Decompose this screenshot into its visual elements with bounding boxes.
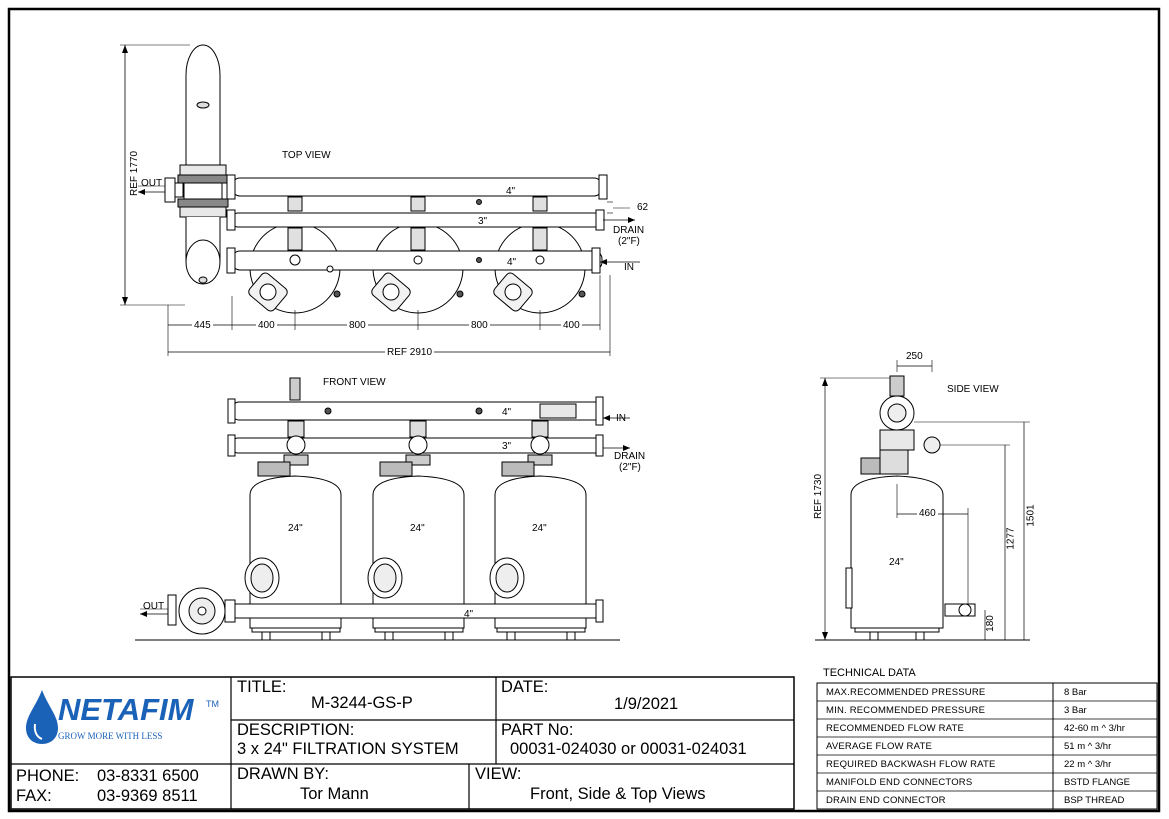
top-drain-size: (2"F)	[618, 236, 640, 247]
dim-445: 445	[192, 320, 213, 331]
front-out-label: OUT	[143, 601, 165, 612]
side-view-label: SIDE VIEW	[947, 384, 999, 395]
top-pipe-4-upper: 4"	[506, 186, 516, 197]
title-label: TITLE:	[237, 678, 287, 696]
date-label: DATE:	[501, 678, 549, 696]
phone-number: 03-8331 6500	[97, 767, 199, 785]
top-in-label: IN	[624, 262, 634, 273]
dim-400-right: 400	[561, 320, 582, 331]
dim-460: 460	[917, 508, 938, 519]
technical-row-label: AVERAGE FLOW RATE	[826, 741, 932, 752]
technical-row-value: BSP THREAD	[1064, 795, 1125, 806]
title-value: M-3244-GS-P	[311, 694, 413, 712]
phone-label: PHONE:	[16, 767, 80, 785]
technical-row-label: RECOMMENDED FLOW RATE	[826, 723, 965, 734]
front-pipe-4: 4"	[502, 407, 512, 418]
dim-250: 250	[906, 351, 923, 362]
technical-row-label: DRAIN END CONNECTOR	[826, 795, 946, 806]
fax-label: FAX:	[16, 787, 52, 805]
vessel-3-size: 24"	[532, 523, 547, 534]
top-drain-label: DRAIN	[613, 225, 645, 236]
drawn-by-value: Tor Mann	[300, 785, 369, 803]
dim-1501: 1501	[1025, 504, 1037, 527]
front-bottom-pipe-4: 4"	[464, 609, 474, 620]
technical-row-value: 3 Bar	[1064, 705, 1087, 716]
sheet-border	[7, 7, 1161, 813]
technical-row-label: MIN. RECOMMENDED PRESSURE	[826, 705, 986, 716]
dim-400-left: 400	[256, 320, 277, 331]
technical-row-label: REQUIRED BACKWASH FLOW RATE	[826, 759, 996, 770]
technical-row-label: MANIFOLD END CONNECTORS	[826, 777, 973, 788]
front-view-label: FRONT VIEW	[323, 377, 386, 388]
view-label: VIEW:	[475, 765, 522, 783]
vessel-1-size: 24"	[288, 523, 303, 534]
technical-row-value: 51 m ^ 3/hr	[1064, 741, 1112, 752]
top-out-label: OUT	[141, 178, 163, 189]
description-label: DESCRIPTION:	[237, 721, 355, 739]
netafim-logo-word: NETAFIM	[58, 692, 194, 727]
ref-1770-dimension: REF 1770	[129, 150, 141, 197]
technical-row-value: 22 m ^ 3/hr	[1064, 759, 1112, 770]
technical-data-heading: TECHNICAL DATA	[823, 667, 916, 679]
technical-row-value: 8 Bar	[1064, 687, 1087, 698]
technical-row-value: 42-60 m ^ 3/hr	[1064, 723, 1125, 734]
ref-1730-dimension: REF 1730	[813, 473, 825, 520]
top-pipe-3: 3"	[478, 216, 488, 227]
title-block-grid	[10, 676, 1158, 810]
front-in-label: IN	[616, 413, 626, 424]
dim-800-left: 800	[347, 320, 368, 331]
vessel-2-size: 24"	[410, 523, 425, 534]
dim-1277: 1277	[1005, 527, 1017, 550]
part-number-label: PART No:	[501, 721, 574, 739]
side-view	[815, 360, 1030, 641]
netafim-tagline: GROW MORE WITH LESS	[58, 731, 163, 741]
front-view	[135, 377, 630, 641]
dim-800-right: 800	[469, 320, 490, 331]
date-value: 1/9/2021	[614, 695, 679, 713]
side-vessel-size: 24"	[889, 557, 904, 568]
front-drain-size: (2"F)	[619, 462, 641, 473]
netafim-drop-logo	[26, 690, 58, 744]
front-drain-label: DRAIN	[614, 451, 646, 462]
netafim-logo-tm: TM	[206, 699, 219, 709]
drawn-by-label: DRAWN BY:	[237, 765, 329, 783]
description-value: 3 x 24" FILTRATION SYSTEM	[237, 740, 459, 758]
front-pipe-3: 3"	[502, 441, 512, 452]
ref-2910-dimension: REF 2910	[385, 347, 435, 358]
part-number-value: 00031-024030 or 00031-024031	[510, 740, 747, 758]
top-pipe-4-lower: 4"	[507, 257, 517, 268]
dim-62: 62	[637, 202, 649, 213]
top-view-label: TOP VIEW	[282, 150, 331, 161]
technical-row-label: MAX.RECOMMENDED PRESSURE	[826, 687, 986, 698]
dim-180: 180	[984, 615, 996, 632]
top-view	[120, 44, 640, 356]
view-value: Front, Side & Top Views	[530, 785, 706, 803]
fax-number: 03-9369 8511	[97, 787, 198, 805]
technical-row-value: BSTD FLANGE	[1064, 777, 1130, 788]
